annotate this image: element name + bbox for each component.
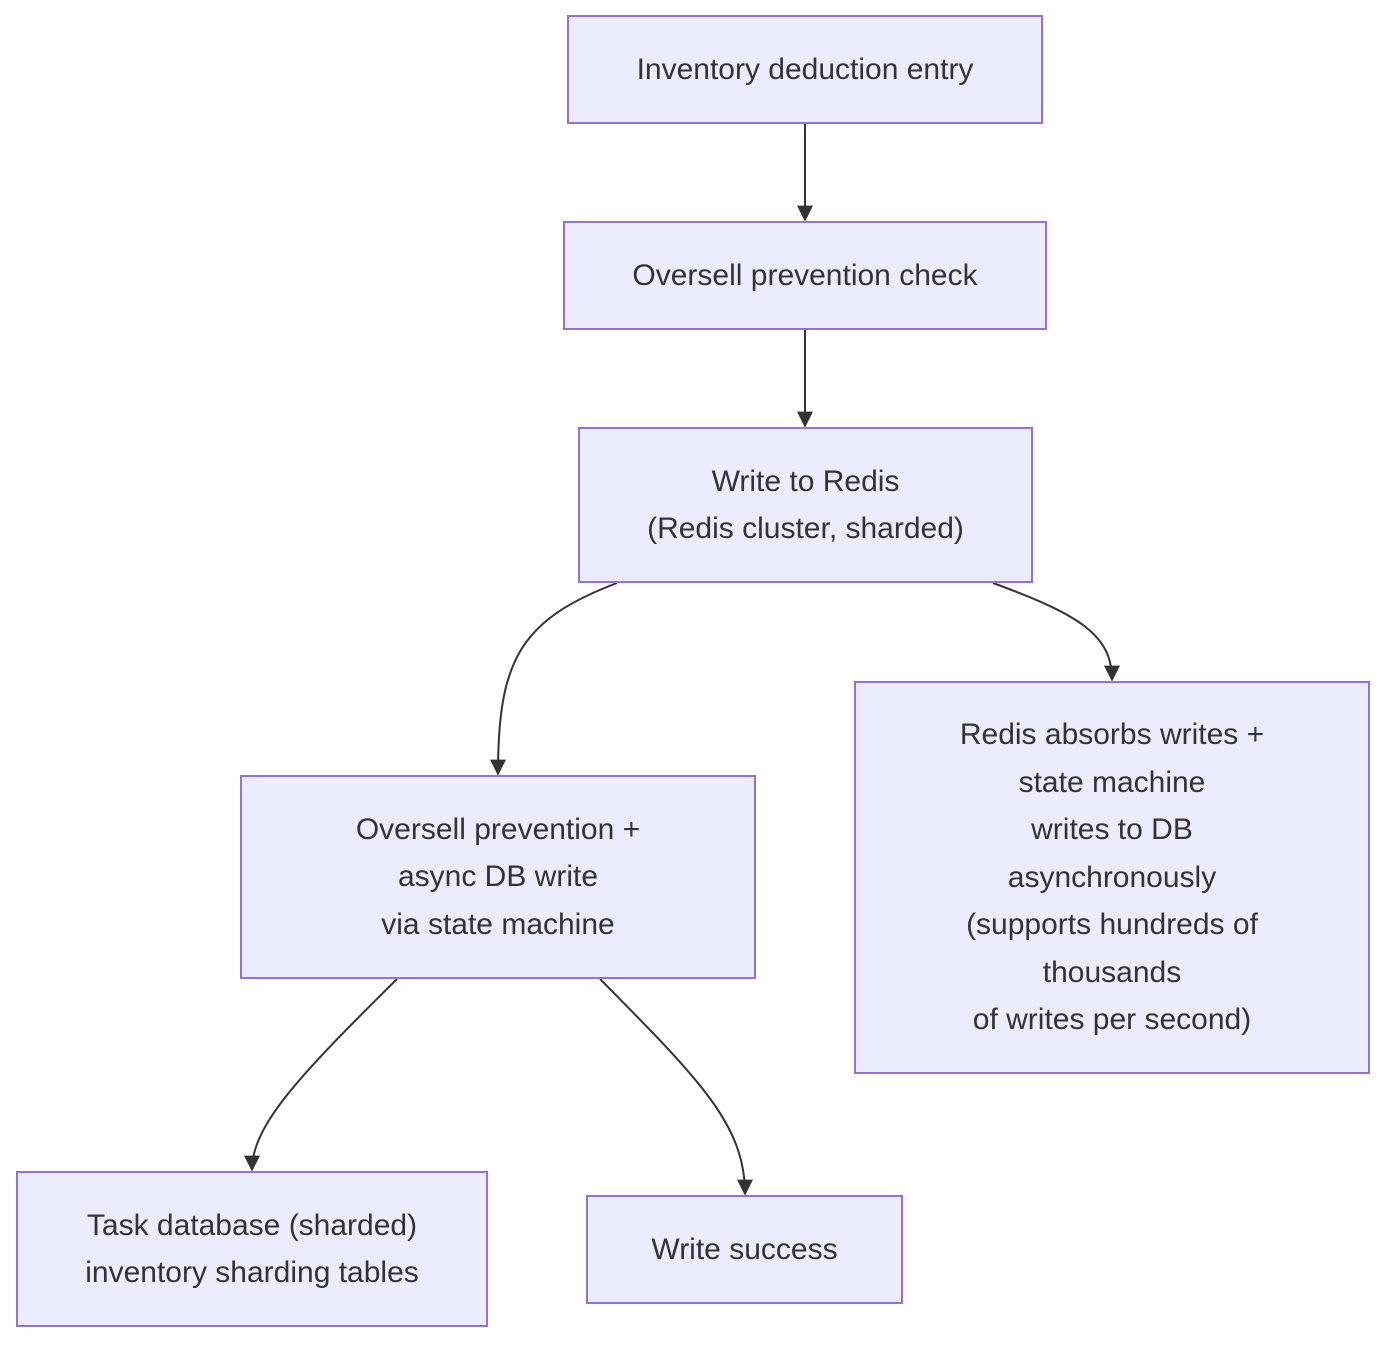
node-label-line: Redis absorbs writes + [959, 718, 1265, 752]
node-task-database-sharded: Task database (sharded) inventory shardi… [16, 1171, 488, 1327]
node-label-line: async DB write [397, 860, 599, 894]
node-label-line: inventory sharding tables [85, 1256, 419, 1289]
node-label-line: thousands [1042, 955, 1182, 989]
node-label-line: Oversell prevention check [632, 258, 978, 292]
node-label-line: via state machine [381, 907, 615, 941]
edge-async-to-taskdb [244, 978, 398, 1172]
node-label-line: state machine [1018, 765, 1206, 799]
node-label-line: asynchronously [1007, 860, 1217, 894]
node-label-line: of writes per second) [972, 1003, 1252, 1037]
node-label-line: Write to Redis [711, 464, 900, 498]
node-label-line: Inventory deduction entry [636, 52, 974, 86]
node-label-line: Oversell prevention + [355, 812, 641, 846]
edge-async-to-success [599, 978, 753, 1196]
node-label-line: Task database (sharded) [86, 1208, 418, 1242]
node-oversell-prevention-async-db-write: Oversell prevention + async DB write via… [240, 775, 756, 979]
node-redis-absorbs-writes: Redis absorbs writes + state machine wri… [854, 681, 1370, 1074]
edge-redis-to-absorb [992, 582, 1120, 682]
node-write-to-redis: Write to Redis (Redis cluster, sharded) [578, 427, 1033, 583]
node-label-line: writes to DB [1031, 813, 1193, 847]
edge-redis-to-async [490, 582, 618, 776]
node-inventory-deduction-entry: Inventory deduction entry [567, 15, 1043, 124]
node-write-success: Write success [586, 1195, 903, 1304]
node-label-line: (Redis cluster, sharded) [647, 512, 964, 545]
node-oversell-prevention-check: Oversell prevention check [563, 221, 1047, 330]
node-label-line: Write success [651, 1232, 838, 1266]
node-label-line: (supports hundreds of [966, 908, 1258, 942]
